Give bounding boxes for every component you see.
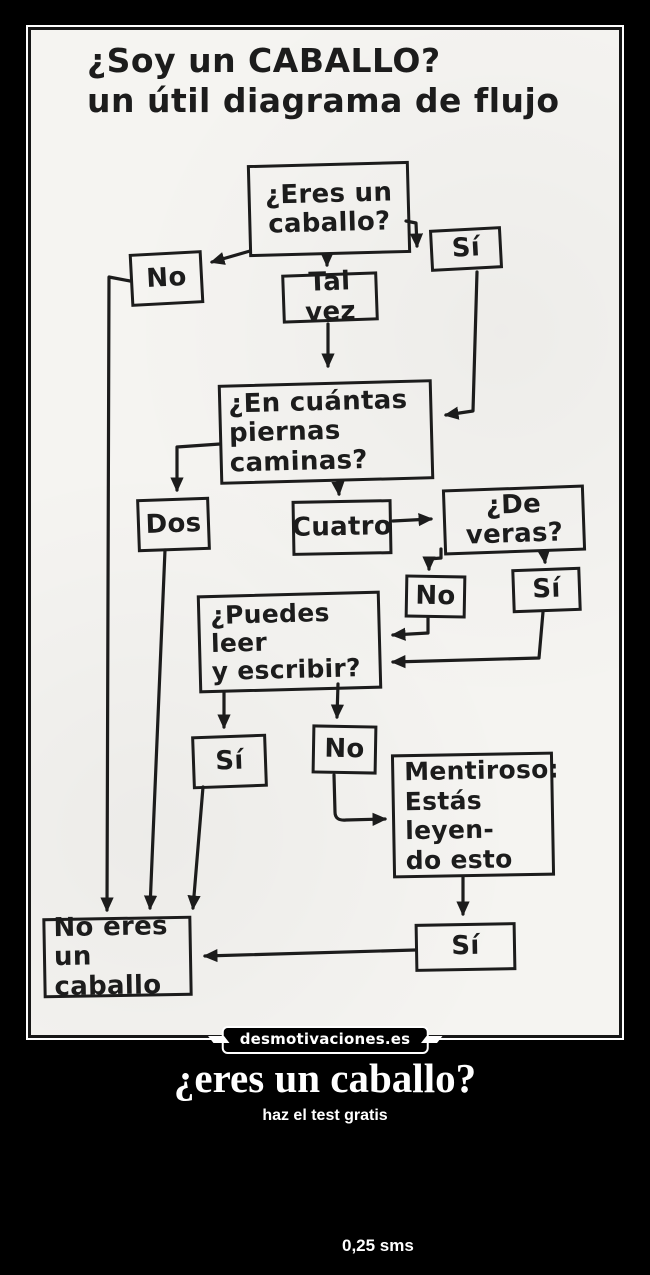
flow-node-si-mid: Sí [511,566,582,614]
flow-node-puedes-leer: ¿Puedes leer y escribir? [196,590,383,694]
arrow-dos-line-to-noeres [143,548,167,911]
arrow-deveras-to-no [422,547,443,572]
flow-node-eres-un-caballo: ¿Eres un caballo? [246,160,412,258]
poster-subtitle: haz el test gratis [262,1107,388,1124]
arrow-encuantas-to-cuatro [331,480,345,497]
arrow-si-to-noeres [202,948,417,963]
poster-title: ¿eres un caballo? [173,1055,477,1101]
arrow-eres-to-si [404,219,424,249]
arrow-eres-to-no [209,249,252,265]
flow-node-no-top: No [128,250,205,307]
flow-node-si-top: Sí [428,226,504,272]
flow-node-de-veras: ¿De veras? [441,484,587,556]
arrow-encuantas-to-dos [170,442,222,493]
watermark-badge: desmotivaciones.es [221,1026,429,1054]
flow-node-dos: Dos [136,496,211,553]
arrow-si-to-encuantas [443,270,479,420]
flow-node-no-eres-caballo: No eres un caballo [42,911,193,1002]
arrow-si-to-puedes [390,610,545,669]
flow-node-si-lower-left: Sí [191,733,268,790]
arrow-deveras-to-si [537,548,551,565]
flow-node-no-lower: No [311,724,378,775]
flow-node-mentiroso: Mentiroso: Estás leyen- do esto [390,751,559,879]
arrow-puedes-to-no [330,682,344,720]
arrow-si-line-to-noeres [187,785,205,911]
flow-node-si-bottom: Sí [414,922,517,972]
flow-node-tal-vez: Tal vez [281,267,379,327]
arrow-no-to-mentiroso [332,773,388,826]
arrow-no-line-to-noeres [100,275,132,913]
flow-node-no-mid: No [404,574,467,619]
flowchart-heading: ¿Soy un CABALLO? un útil diagrama de flu… [87,41,560,120]
poster-footer: 0,25 sms [342,1236,414,1255]
arrow-cuatro-to-deveras [391,513,434,527]
flowchart-image: ¿Soy un CABALLO? un útil diagrama de flu… [26,25,624,1040]
flow-arrows [100,219,551,963]
arrow-no-to-puedes [390,616,430,641]
flow-node-cuantas-piernas: ¿En cuántas piernas caminas? [217,379,435,485]
flow-node-cuatro: Cuatro [291,499,393,556]
